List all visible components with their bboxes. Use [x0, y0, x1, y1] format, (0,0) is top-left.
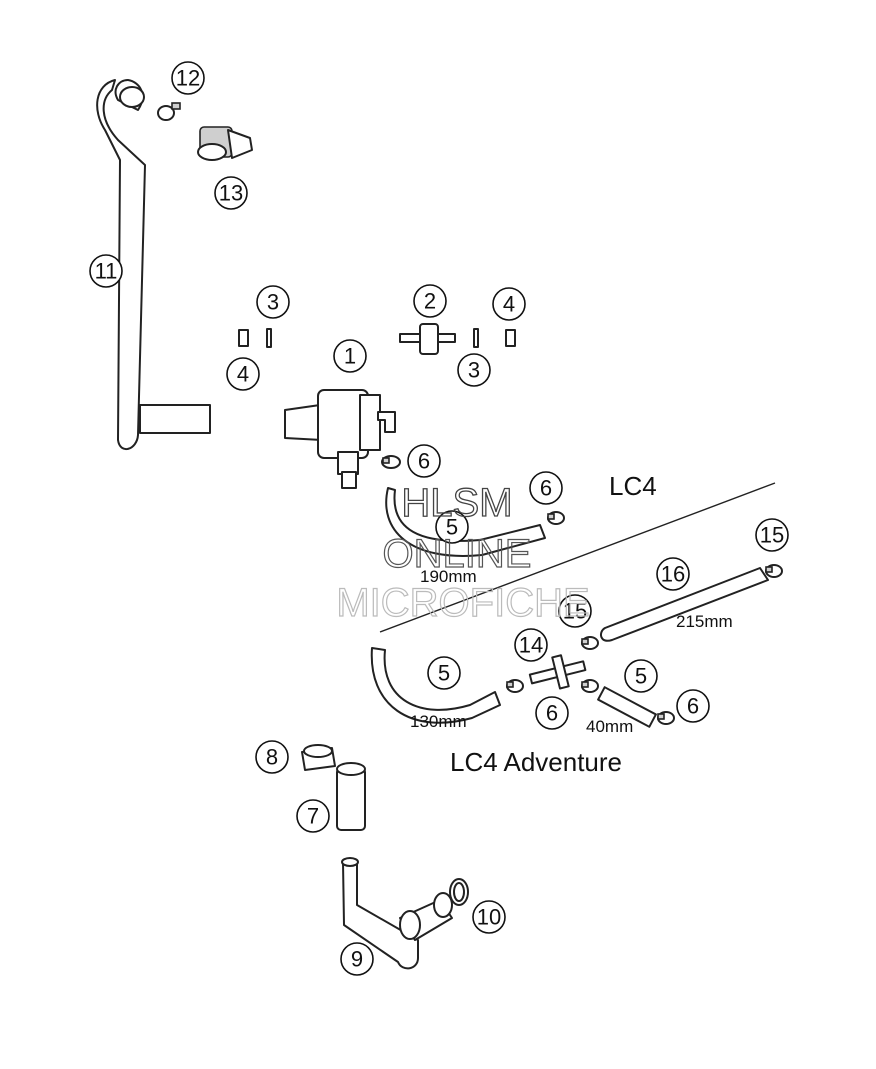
svg-text:5: 5	[635, 664, 647, 689]
callout-3-left: 3	[256, 285, 290, 319]
svg-text:3: 3	[267, 290, 279, 315]
callout-3-right: 3	[457, 353, 491, 387]
svg-text:8: 8	[266, 745, 278, 770]
part-5-hose-130mm	[370, 647, 501, 724]
callout-5-adventure-left: 5	[427, 656, 461, 690]
svg-text:9: 9	[351, 947, 363, 972]
part-6-clamp-lower	[657, 711, 675, 725]
svg-text:2: 2	[424, 289, 436, 314]
callout-16: 16	[656, 557, 690, 591]
dimension-40mm: 40mm	[586, 717, 633, 736]
svg-text:5: 5	[446, 515, 458, 540]
callout-8: 8	[255, 740, 289, 774]
callout-2: 2	[413, 284, 447, 318]
variant-label-lc4-adventure: LC4 Adventure	[450, 747, 622, 777]
part-15-clamp-middle	[581, 636, 599, 650]
callout-5-adventure-right: 5	[624, 659, 658, 693]
part-6-clamp-left-tee	[506, 679, 524, 693]
svg-text:1: 1	[344, 344, 356, 369]
part-16-hose-215mm	[599, 567, 769, 642]
svg-text:4: 4	[503, 292, 515, 317]
callout-9: 9	[340, 942, 374, 976]
svg-text:6: 6	[546, 701, 558, 726]
callout-6-valve: 6	[407, 444, 441, 478]
watermark-line-2: ONLINE	[383, 532, 532, 576]
watermark-line-3: MICROFICHE	[336, 581, 589, 625]
callout-4-left: 4	[226, 357, 260, 391]
svg-text:15: 15	[760, 523, 784, 548]
svg-text:6: 6	[540, 476, 552, 501]
part-9-bent-pipe	[341, 857, 453, 970]
part-13-elbow-fitting	[197, 126, 253, 161]
callout-6-tee: 6	[535, 696, 569, 730]
svg-text:15: 15	[563, 599, 587, 624]
part-8-hose-clamp	[301, 744, 336, 771]
part-5-hose-190mm	[385, 487, 546, 557]
dimension-215mm: 215mm	[676, 612, 733, 631]
callout-15-right: 15	[755, 518, 789, 552]
svg-text:11: 11	[95, 259, 118, 284]
part-10-o-ring	[449, 878, 469, 906]
svg-text:5: 5	[438, 661, 450, 686]
callout-14: 14	[514, 628, 548, 662]
dimension-130mm: 130mm	[410, 712, 467, 731]
part-14-t-piece	[528, 654, 587, 690]
svg-text:7: 7	[307, 804, 319, 829]
part-3-right-pin	[473, 328, 479, 348]
svg-text:3: 3	[468, 358, 480, 383]
callout-4-right: 4	[492, 287, 526, 321]
svg-text:12: 12	[176, 66, 200, 91]
callout-6-lower: 6	[676, 689, 710, 723]
callout-15-middle: 15	[558, 594, 592, 628]
callout-5-lc4: 5	[435, 510, 469, 544]
part-15-clamp-right	[765, 564, 783, 578]
svg-text:14: 14	[519, 633, 543, 658]
svg-text:13: 13	[219, 181, 243, 206]
part-7-short-hose	[336, 762, 366, 831]
watermark-line-1: HLSM	[401, 481, 512, 525]
part-12-clamp	[157, 102, 181, 121]
part-6-clamp-upper	[381, 455, 401, 469]
part-2-double-nipple	[399, 323, 456, 355]
svg-text:6: 6	[418, 449, 430, 474]
callout-1: 1	[333, 339, 367, 373]
callout-7: 7	[296, 799, 330, 833]
part-4-right-sleeve	[505, 329, 516, 347]
callout-11: 11	[89, 254, 123, 288]
callout-10: 10	[472, 900, 506, 934]
svg-text:4: 4	[237, 362, 249, 387]
dimension-190mm: 190mm	[420, 567, 477, 586]
callout-6-lc4: 6	[529, 471, 563, 505]
part-6-clamp-right-tee	[581, 679, 599, 693]
part-1-valve	[284, 389, 396, 489]
callout-13: 13	[214, 176, 248, 210]
part-6-clamp-lc4	[547, 511, 565, 525]
part-5-hose-40mm	[597, 686, 657, 728]
variant-divider-line	[379, 482, 776, 633]
svg-text:16: 16	[661, 562, 685, 587]
part-3-left-pin	[266, 328, 272, 348]
callout-12: 12	[171, 61, 205, 95]
variant-label-lc4: LC4	[609, 471, 657, 501]
svg-text:10: 10	[477, 905, 501, 930]
part-4-left-sleeve	[238, 329, 249, 347]
svg-text:6: 6	[687, 694, 699, 719]
